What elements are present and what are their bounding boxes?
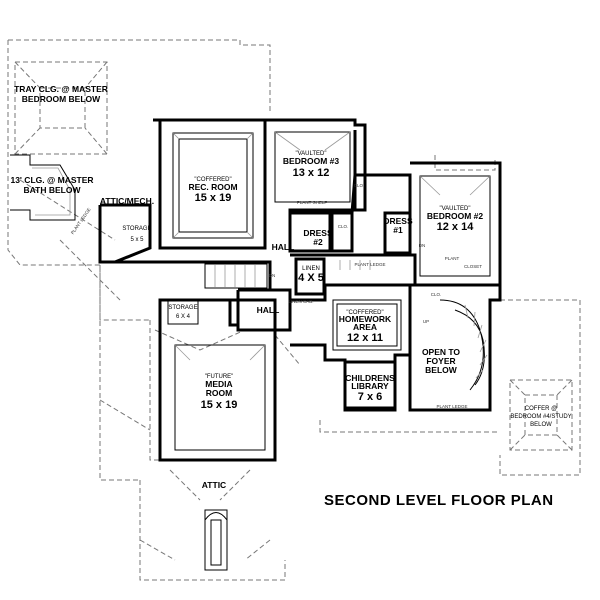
homework-name2: AREA xyxy=(353,322,377,332)
walls xyxy=(98,118,502,462)
library-name: CHILDRENS xyxy=(345,373,395,383)
plant-ledge-stair: PLANT LEDGE xyxy=(355,262,386,267)
bath-clg-label-1: 13' CLG. @ MASTER xyxy=(10,175,93,185)
bath-bay xyxy=(10,154,76,221)
media-size: 15 x 19 xyxy=(201,399,238,411)
clo-label-3: CLO. xyxy=(431,292,442,297)
linen-cab-label: LINEN CAB. xyxy=(288,299,313,304)
up-label: UP xyxy=(423,319,429,324)
dress1-label-2: #1 xyxy=(393,225,403,235)
coffer-bed4-1: COFFER @ xyxy=(525,406,557,412)
attic-mech-label: ATTIC/MECH. xyxy=(100,196,154,206)
plant-closet-2: CLOSET xyxy=(464,264,482,269)
library-size: 7 x 6 xyxy=(358,391,382,403)
open-foyer-label-3: BELOW xyxy=(425,365,458,375)
plant-closet-1: PLANT xyxy=(445,256,460,261)
linen-size: 4 X 5 xyxy=(298,272,324,284)
bath-clg-label-2: BATH BELOW xyxy=(24,185,82,195)
plan-title: SECOND LEVEL FLOOR PLAN xyxy=(324,492,554,509)
homework-name: HOMEWORK xyxy=(339,314,392,324)
clo-label-2: CLO. xyxy=(338,224,349,229)
media-name2: ROOM xyxy=(206,388,232,398)
plant-ledge-left: PLANT LEDGE xyxy=(70,207,92,235)
homework-note: "COFFERED" xyxy=(346,310,383,316)
rec-room-name: REC. ROOM xyxy=(188,182,237,192)
stair-treads xyxy=(214,260,371,287)
linen-label: LINEN xyxy=(302,266,320,272)
attic-gable xyxy=(204,509,228,571)
tray-clg-label-2: BEDROOM BELOW xyxy=(22,94,101,104)
bedroom2-size: 12 x 14 xyxy=(437,221,475,233)
rec-room-size: 15 x 19 xyxy=(195,192,232,204)
dn-label-2: DN xyxy=(419,243,426,248)
rec-room-note: "COFFERED" xyxy=(194,177,231,183)
open-foyer-label-2: FOYER xyxy=(426,356,455,366)
coffer-bed4-3: BELOW xyxy=(530,422,552,428)
room-labels: TRAY CLG. @ MASTER BEDROOM BELOW 13' CLG… xyxy=(10,84,571,490)
bedroom3-name: BEDROOM #3 xyxy=(283,156,339,166)
ceiling-details xyxy=(172,131,491,451)
curved-stair xyxy=(439,299,488,391)
storage-mid-label: STORAGE xyxy=(168,305,197,311)
bedroom3-note: "VAULTED" xyxy=(295,151,326,157)
storage-mid-size: 6 X 4 xyxy=(176,314,191,320)
coffer-bed4-2: BEDROOM #4/STUDY xyxy=(510,414,571,420)
dress2-label-2: #2 xyxy=(313,237,323,247)
tray-clg-label-1: TRAY CLG. @ MASTER xyxy=(14,84,108,94)
homework-size: 12 x 11 xyxy=(347,332,383,344)
plant-shelf-label: PLANT SHELF xyxy=(297,200,327,205)
bedroom3-size: 13 x 12 xyxy=(293,167,330,179)
open-foyer-label-1: OPEN TO xyxy=(422,347,460,357)
media-note: "FUTURE" xyxy=(205,374,234,380)
library-name2: LIBRARY xyxy=(351,381,389,391)
dress2-label-1: DRESS xyxy=(303,228,333,238)
roof-outline-dashed xyxy=(7,39,581,581)
storage-top-label: STORAGE xyxy=(122,226,151,232)
dress1-label-1: DRESS xyxy=(383,216,413,226)
plant-ledge-bottom: PLANT LEDGE xyxy=(437,404,468,409)
dn-label-1: DN xyxy=(269,273,276,278)
bedroom2-name: BEDROOM #2 xyxy=(427,211,483,221)
attic-label: ATTIC xyxy=(202,480,226,490)
hall-label-1: HALL xyxy=(272,242,295,252)
bedroom2-note: "VAULTED" xyxy=(439,206,470,212)
hall-label-2: HALL xyxy=(257,305,280,315)
clo-label-1: CLO. xyxy=(354,183,365,188)
storage-top-size: 5 x 5 xyxy=(130,237,144,243)
media-name: MEDIA xyxy=(205,379,232,389)
